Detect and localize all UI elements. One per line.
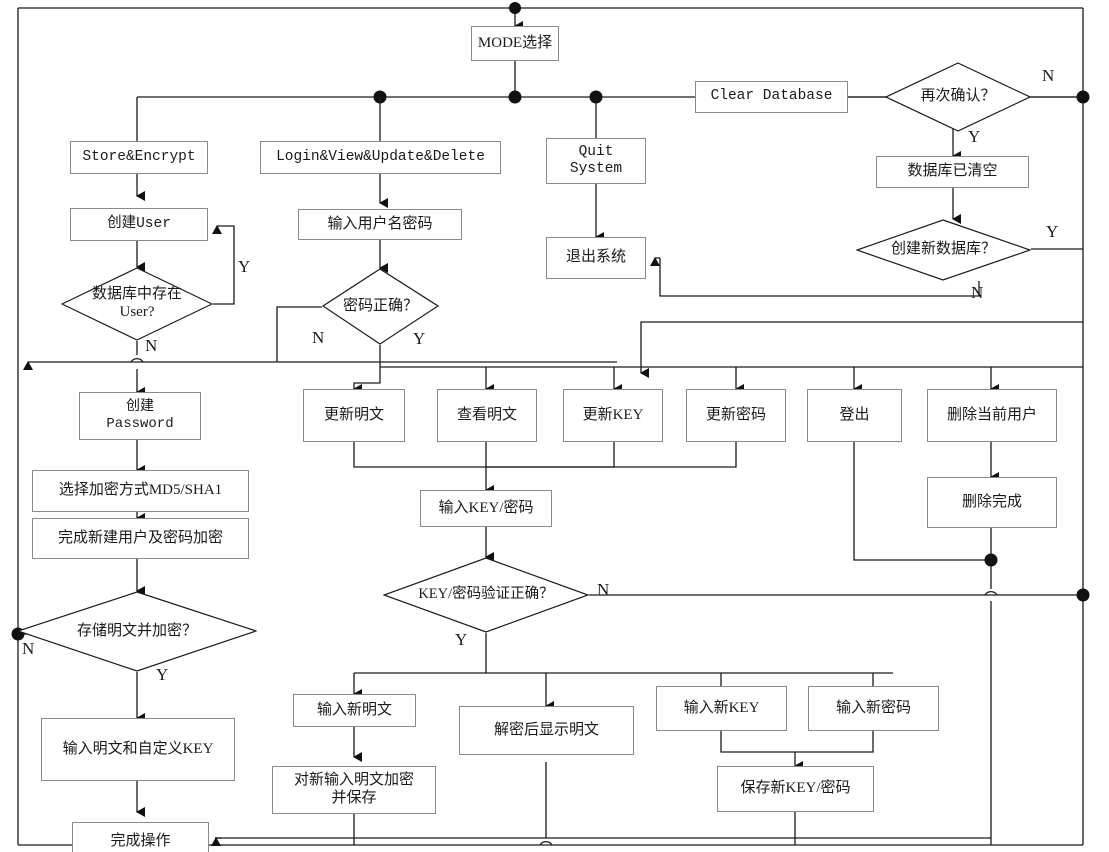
diamond-shape	[856, 219, 1031, 281]
edge-label-verify-y: Y	[455, 630, 468, 649]
node-input-new-password[interactable]: 输入新密码	[808, 686, 939, 731]
edge-label-newdb-n: N	[971, 283, 984, 302]
node-label: 更新明文	[323, 406, 384, 423]
node-show-decrypted-plaintext[interactable]: 解密后显示明文	[459, 706, 634, 755]
node-database-cleared[interactable]: 数据库已清空	[876, 156, 1029, 188]
node-label: 密码正确？	[342, 297, 418, 314]
node-input-plaintext-custom-key[interactable]: 输入明文和自定义KEY	[41, 718, 235, 781]
node-label: Clear Database	[710, 88, 833, 105]
node-label: 登出	[839, 406, 870, 423]
node-label: 完成新建用户及密码加密	[57, 529, 223, 546]
node-label: 输入明文和自定义KEY	[62, 740, 214, 757]
node-confirm-again[interactable]: 再次确认？	[885, 62, 1031, 132]
node-delete-complete[interactable]: 删除完成	[927, 477, 1057, 528]
node-mode-select[interactable]: MODE选择	[471, 26, 559, 61]
diamond-shape	[383, 557, 589, 633]
node-input-key-password[interactable]: 输入KEY/密码	[420, 490, 552, 527]
node-label: 输入用户名密码	[327, 215, 433, 232]
node-label: 删除完成	[961, 493, 1022, 510]
node-label: 更新密码	[705, 406, 766, 423]
node-input-new-plaintext[interactable]: 输入新明文	[293, 694, 416, 727]
node-label: 输入KEY/密码	[438, 499, 534, 516]
node-label: 完成操作	[110, 833, 171, 850]
edge-label-pw-correct-n: N	[312, 328, 325, 347]
node-label: 再次确认？	[920, 88, 996, 105]
node-label: 删除当前用户	[946, 406, 1037, 423]
node-label: 输入新明文	[316, 701, 392, 718]
node-label: 退出系统	[565, 249, 626, 266]
node-label: Login&View&Update&Delete	[276, 148, 485, 165]
node-encrypt-save-new-plaintext[interactable]: 对新输入明文加密 并保存	[272, 766, 436, 814]
node-store-encrypt[interactable]: Store&Encrypt	[70, 141, 208, 174]
node-label: 选择加密方式MD5/SHA1	[58, 482, 223, 499]
node-label: 创建新数据库？	[890, 241, 996, 258]
node-label: 存储明文并加密？	[76, 622, 197, 639]
node-login-view-update-delete[interactable]: Login&View&Update&Delete	[260, 141, 501, 174]
node-label: 创建User	[107, 215, 171, 232]
node-update-password[interactable]: 更新密码	[686, 389, 786, 442]
node-label: MODE选择	[477, 34, 553, 51]
node-save-new-key-password[interactable]: 保存新KEY/密码	[717, 766, 874, 812]
edge-label-user-exists-n: N	[145, 336, 158, 355]
edge-label-newdb-y: Y	[1046, 222, 1059, 241]
edge-label-pw-correct-y: Y	[413, 329, 426, 348]
node-quit-system[interactable]: Quit System	[546, 138, 646, 184]
node-label: 创建 Password	[106, 399, 174, 432]
node-logout[interactable]: 登出	[807, 389, 902, 442]
diamond-shape	[17, 591, 257, 672]
diamond-shape	[322, 268, 439, 345]
node-clear-database[interactable]: Clear Database	[695, 81, 848, 113]
node-label: 查看明文	[456, 406, 517, 423]
node-label: Store&Encrypt	[82, 148, 196, 165]
node-create-password[interactable]: 创建 Password	[79, 392, 201, 440]
node-input-username-password[interactable]: 输入用户名密码	[298, 209, 462, 240]
node-label: 更新KEY	[582, 406, 644, 423]
edge-label-confirm-n: N	[1042, 66, 1055, 85]
node-label: 数据库中存在 User?	[91, 286, 182, 320]
node-create-user[interactable]: 创建User	[70, 208, 208, 241]
node-delete-current-user[interactable]: 删除当前用户	[927, 389, 1057, 442]
node-label: 输入新KEY	[683, 699, 760, 716]
edge-label-store-plain-n: N	[22, 639, 35, 658]
node-password-correct[interactable]: 密码正确？	[322, 268, 439, 345]
node-label: KEY/密码验证正确？	[418, 586, 554, 603]
node-view-plaintext[interactable]: 查看明文	[437, 389, 537, 442]
edge-label-user-exists-y: Y	[238, 257, 251, 276]
node-exit-system[interactable]: 退出系统	[546, 237, 646, 279]
node-input-new-key[interactable]: 输入新KEY	[656, 686, 787, 731]
node-finish-new-user-encryption[interactable]: 完成新建用户及密码加密	[32, 518, 249, 559]
edge-label-verify-n: N	[597, 580, 610, 599]
node-label: 对新输入明文加密 并保存	[293, 772, 414, 806]
node-user-exists-in-db[interactable]: 数据库中存在 User?	[61, 267, 213, 341]
node-update-plaintext[interactable]: 更新明文	[303, 389, 405, 442]
node-label: 保存新KEY/密码	[740, 780, 851, 797]
edge-label-store-plain-y: Y	[156, 665, 169, 684]
node-operation-complete[interactable]: 完成操作	[72, 822, 209, 852]
node-create-new-database[interactable]: 创建新数据库？	[856, 219, 1031, 281]
node-label: 数据库已清空	[907, 163, 998, 180]
node-choose-encryption-method[interactable]: 选择加密方式MD5/SHA1	[32, 470, 249, 512]
node-update-key[interactable]: 更新KEY	[563, 389, 663, 442]
node-label: 输入新密码	[835, 699, 911, 716]
node-verify-key-password[interactable]: KEY/密码验证正确？	[383, 557, 589, 633]
node-label: Quit System	[569, 143, 623, 177]
edge-label-confirm-y: Y	[968, 127, 981, 146]
diamond-shape	[61, 267, 213, 341]
node-label: 解密后显示明文	[493, 721, 599, 738]
node-store-plaintext-encrypt[interactable]: 存储明文并加密？	[17, 591, 257, 672]
